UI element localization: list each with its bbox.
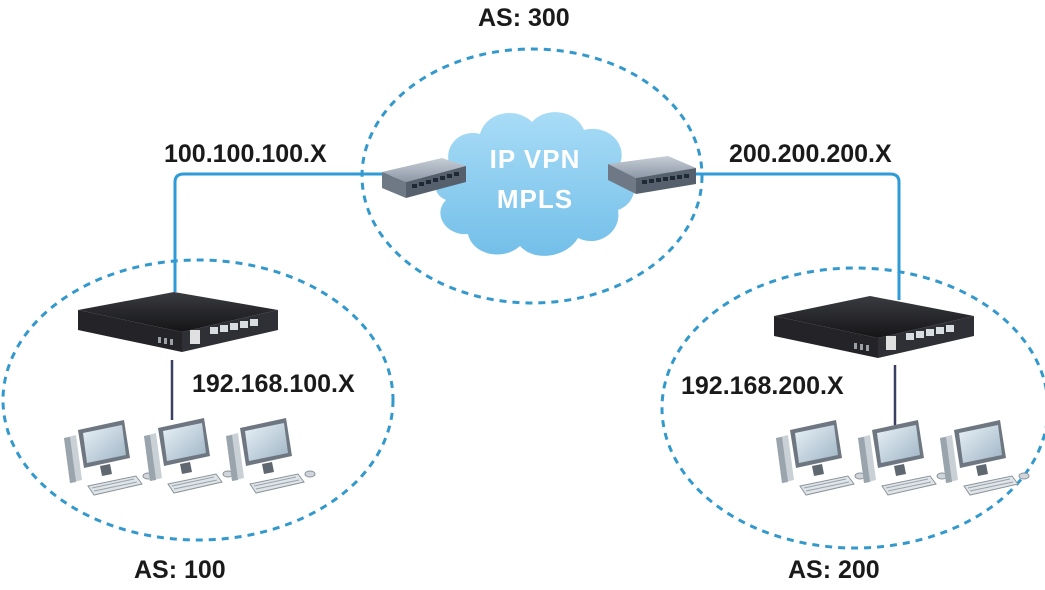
zone-as-200-boundary — [660, 266, 1045, 550]
desktop-computer-icon — [939, 419, 1030, 496]
router-icon — [774, 296, 974, 358]
cloud-label-mpls: MPLS — [496, 184, 574, 214]
desktop-computer-icon — [225, 417, 316, 494]
as-300-label: AS: 300 — [478, 4, 570, 32]
wan-link-left — [173, 172, 392, 292]
cloud-label-ip-vpn: IP VPN — [489, 144, 581, 174]
lan-right-subnet-label: 192.168.200.X — [681, 372, 844, 400]
network-switch-icon — [382, 158, 466, 198]
as-100-label: AS: 100 — [134, 556, 226, 584]
zone-as-300-boundary — [360, 47, 704, 305]
lan-left-subnet-label: 192.168.100.X — [192, 370, 355, 398]
desktop-computer-icon — [143, 417, 234, 494]
wan-left-subnet-label: 100.100.100.X — [164, 140, 327, 168]
wan-link-right — [660, 172, 901, 300]
wan-right-subnet-label: 200.200.200.X — [729, 140, 892, 168]
zone-as-100-boundary — [1, 258, 395, 542]
desktop-computer-icon — [63, 419, 154, 496]
desktop-computer-icon — [857, 419, 948, 496]
router-icon — [78, 292, 278, 352]
mpls-cloud-icon — [435, 112, 635, 256]
network-switch-icon — [608, 156, 696, 194]
desktop-computer-icon — [775, 419, 866, 496]
as-200-label: AS: 200 — [788, 556, 880, 584]
